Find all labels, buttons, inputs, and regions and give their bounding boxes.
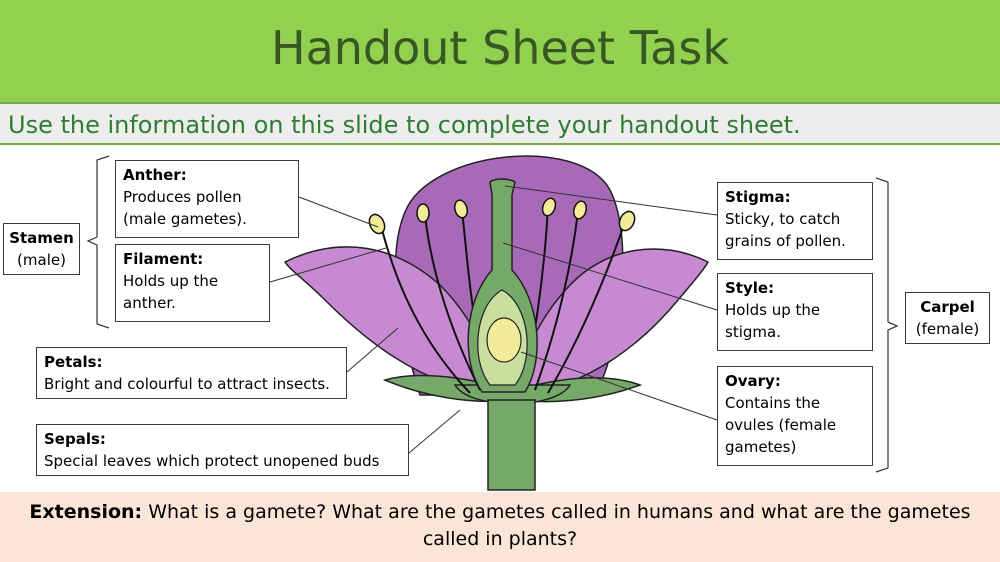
stem	[487, 399, 536, 491]
anther-heading: Anther:	[123, 166, 187, 184]
petals-label: Petals: Bright and colourful to attract …	[36, 347, 347, 399]
filament-text: Holds up the anther.	[123, 272, 219, 312]
extension-label: Extension:	[29, 501, 143, 523]
anther-label: Anther: Produces pollen (male gametes).	[115, 160, 299, 238]
stigma-text: Sticky, to catch grains of pollen.	[725, 210, 846, 250]
petals-heading: Petals:	[44, 353, 103, 371]
stamen-group-label: Stamen (male)	[3, 223, 80, 275]
ovary-heading: Ovary:	[725, 372, 781, 390]
anthers	[368, 197, 636, 235]
sepals-heading: Sepals:	[44, 430, 106, 448]
filament-label: Filament: Holds up the anther.	[115, 244, 270, 322]
sepals-text: Special leaves which protect unopened bu…	[44, 452, 380, 470]
style-label: Style: Holds up the stigma.	[717, 273, 873, 351]
ovule	[486, 317, 522, 363]
page-title: Handout Sheet Task	[271, 21, 729, 75]
carpel-group-label: Carpel (female)	[905, 292, 990, 344]
filament-heading: Filament:	[123, 250, 204, 268]
extension-text: What is a gamete? What are the gametes c…	[148, 501, 971, 550]
extension-bar: Extension: What is a gamete? What are th…	[0, 492, 1000, 562]
right-petal	[514, 248, 710, 396]
stigma-label: Stigma: Sticky, to catch grains of polle…	[717, 182, 873, 260]
stigma-heading: Stigma:	[725, 188, 791, 206]
stamen-text: (male)	[17, 251, 66, 269]
instruction-text: Use the information on this slide to com…	[8, 111, 801, 139]
title-bar: Handout Sheet Task	[0, 0, 1000, 102]
extension-question: Extension: What is a gamete? What are th…	[10, 499, 990, 553]
petals-text: Bright and colourful to attract insects.	[44, 375, 330, 393]
anther-text: Produces pollen (male gametes).	[123, 188, 247, 228]
ovary-text: Contains the ovules (female gametes)	[725, 394, 837, 456]
ovary-label: Ovary: Contains the ovules (female gamet…	[717, 366, 873, 466]
pointer-lines	[269, 185, 718, 454]
filaments	[380, 207, 626, 394]
left-petal	[283, 246, 501, 396]
brackets	[86, 155, 899, 473]
carpel-heading: Carpel	[920, 298, 975, 316]
stamen-heading: Stamen	[9, 229, 74, 247]
style-heading: Style:	[725, 279, 775, 297]
style-text: Holds up the stigma.	[725, 301, 821, 341]
instruction-bar: Use the information on this slide to com…	[0, 102, 1000, 145]
sepals-label: Sepals: Special leaves which protect uno…	[36, 424, 409, 476]
carpel-text: (female)	[915, 320, 980, 338]
